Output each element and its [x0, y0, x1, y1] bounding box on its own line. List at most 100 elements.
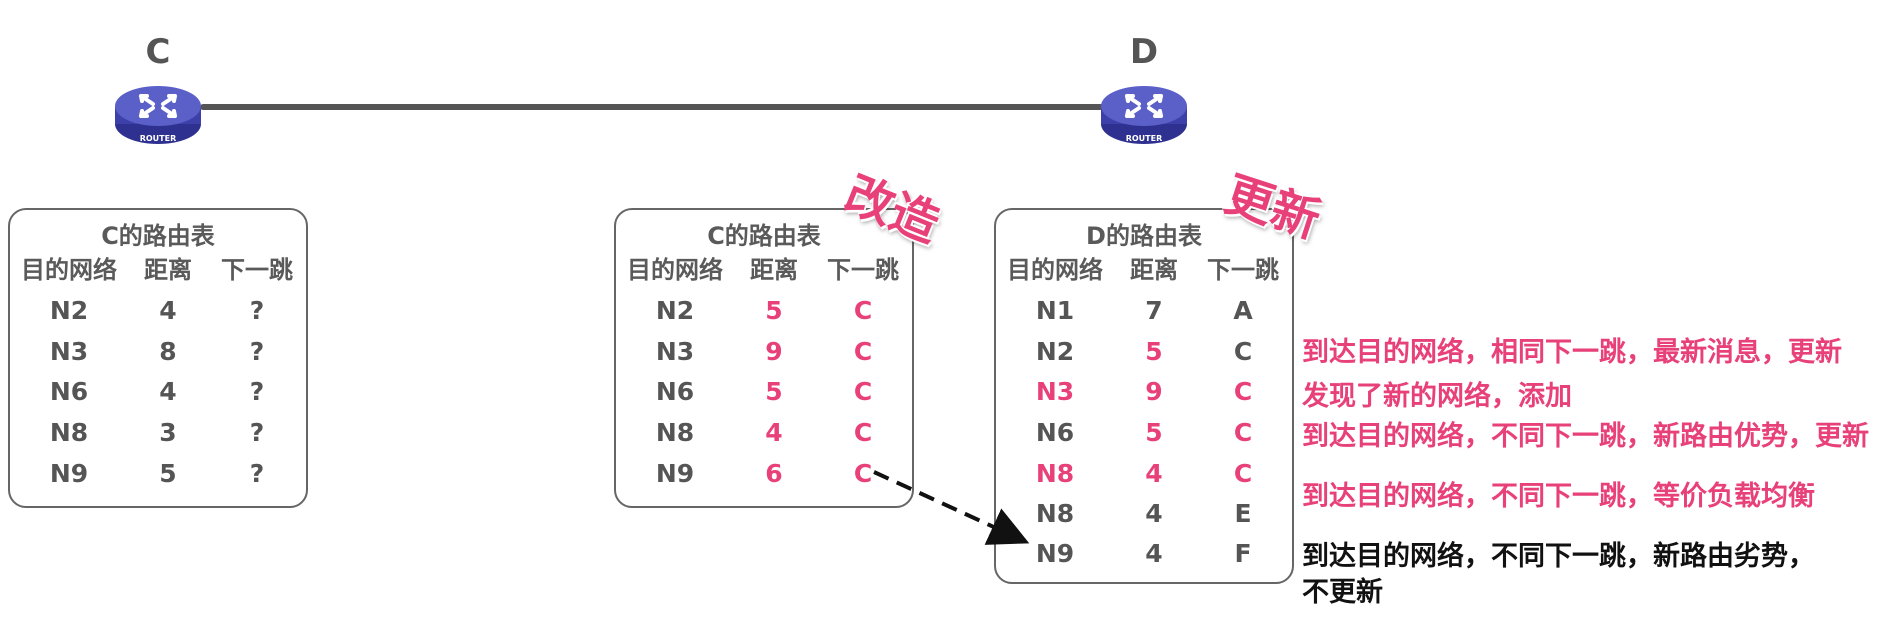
cell-next: F: [1234, 539, 1252, 568]
cell-next: C: [1233, 337, 1253, 366]
cell-next: C: [853, 337, 873, 366]
cell-dist: 4: [1145, 459, 1163, 488]
note-equal-cost: 到达目的网络，不同下一跳，等价负载均衡: [1302, 481, 1815, 512]
header-next: 下一跳: [827, 256, 899, 284]
note-same-next-hop: 到达目的网络，相同下一跳，最新消息，更新: [1302, 337, 1842, 368]
c-modified-routing-table: C的路由表 目的网络 距离 下一跳 N2 5 C N3 9 C N6 5 C N…: [614, 208, 914, 508]
cell-dist: 3: [159, 418, 177, 447]
cell-dist: 9: [1145, 377, 1163, 406]
cell-next: ?: [249, 337, 265, 366]
router-d-text: ROUTER: [1126, 134, 1163, 143]
cell-next: ?: [249, 296, 265, 325]
cell-dist: 7: [1145, 296, 1163, 325]
cell-dist: 5: [159, 459, 177, 488]
table-row: N9 6 C: [616, 459, 912, 495]
cell-dist: 5: [1145, 418, 1163, 447]
table-row: N2 5 C: [616, 296, 912, 332]
router-c-icon: ROUTER: [113, 80, 203, 150]
header-dest: 目的网络: [21, 256, 117, 284]
header-dist: 距离: [1130, 256, 1178, 284]
table-row: N8 4 C: [996, 459, 1292, 495]
cell-dest: N9: [49, 459, 89, 488]
cell-dest: N9: [655, 459, 695, 488]
cell-dist: 4: [159, 377, 177, 406]
cell-next: C: [1233, 459, 1253, 488]
table-row: N1 7 A: [996, 296, 1292, 332]
table-header: 目的网络 距离 下一跳: [616, 250, 912, 284]
cell-dist: 6: [765, 459, 783, 488]
cell-dest: N3: [655, 337, 695, 366]
cell-next: ?: [249, 459, 265, 488]
note-new-network: 发现了新的网络，添加: [1302, 381, 1572, 412]
cell-dest: N8: [49, 418, 89, 447]
table-title: C的路由表: [707, 222, 821, 250]
table-row: N9 5 ?: [10, 459, 306, 495]
cell-next: C: [853, 377, 873, 406]
table-row: N6 5 C: [616, 377, 912, 413]
header-dist: 距离: [750, 256, 798, 284]
header-dest: 目的网络: [627, 256, 723, 284]
table-row: N8 4 C: [616, 418, 912, 454]
cell-next: ?: [249, 418, 265, 447]
cell-dest: N2: [655, 296, 695, 325]
table-row: N9 4 F: [996, 539, 1292, 575]
cell-next: C: [853, 459, 873, 488]
cell-dest: N1: [1035, 296, 1075, 325]
header-next: 下一跳: [221, 256, 293, 284]
note-worse-route-line2: 不更新: [1302, 577, 1383, 608]
c-original-routing-table: C的路由表 目的网络 距离 下一跳 N2 4 ? N3 8 ? N6 4 ? N…: [8, 208, 308, 508]
cell-next: C: [853, 296, 873, 325]
table-title: C的路由表: [101, 222, 215, 250]
cell-dest: N6: [655, 377, 695, 406]
cell-dest: N2: [49, 296, 89, 325]
d-updated-routing-table: D的路由表 目的网络 距离 下一跳 N1 7 A N2 5 C N3 9 C N…: [994, 208, 1294, 584]
cell-dest: N3: [49, 337, 89, 366]
cell-dest: N3: [1035, 377, 1075, 406]
note-better-route: 到达目的网络，不同下一跳，新路由优势，更新: [1302, 421, 1869, 452]
table-row: N3 9 C: [616, 337, 912, 373]
cell-dest: N9: [1035, 539, 1075, 568]
cell-dest: N8: [1035, 459, 1075, 488]
header-dest: 目的网络: [1007, 256, 1103, 284]
header-dist: 距离: [144, 256, 192, 284]
cell-next: C: [1233, 418, 1253, 447]
cell-next: ?: [249, 377, 265, 406]
cell-dist: 5: [765, 377, 783, 406]
cell-next: A: [1233, 296, 1253, 325]
table-row: N6 5 C: [996, 418, 1292, 454]
cell-dist: 5: [1145, 337, 1163, 366]
network-link: [200, 104, 1105, 110]
table-row: N2 4 ?: [10, 296, 306, 332]
cell-next: E: [1234, 499, 1252, 528]
node-d-label: D: [1129, 32, 1159, 72]
table-row: N2 5 C: [996, 337, 1292, 373]
cell-dist: 5: [765, 296, 783, 325]
header-next: 下一跳: [1207, 256, 1279, 284]
table-row: N3 8 ?: [10, 337, 306, 373]
cell-dest: N6: [49, 377, 89, 406]
cell-dist: 4: [159, 296, 177, 325]
router-d-icon: ROUTER: [1099, 80, 1189, 150]
cell-next: C: [853, 418, 873, 447]
table-row: N8 3 ?: [10, 418, 306, 454]
cell-dist: 8: [159, 337, 177, 366]
note-worse-route-line1: 到达目的网络，不同下一跳，新路由劣势，: [1302, 541, 1815, 572]
node-c-label: C: [145, 32, 171, 72]
table-row: N6 4 ?: [10, 377, 306, 413]
cell-dest: N6: [1035, 418, 1075, 447]
cell-dest: N2: [1035, 337, 1075, 366]
cell-next: C: [1233, 377, 1253, 406]
cell-dist: 4: [1145, 499, 1163, 528]
cell-dist: 4: [1145, 539, 1163, 568]
table-header: 目的网络 距离 下一跳: [10, 250, 306, 284]
table-row: N3 9 C: [996, 377, 1292, 413]
table-header: 目的网络 距离 下一跳: [996, 250, 1292, 284]
cell-dist: 4: [765, 418, 783, 447]
cell-dest: N8: [1035, 499, 1075, 528]
table-row: N8 4 E: [996, 499, 1292, 535]
cell-dest: N8: [655, 418, 695, 447]
router-c-text: ROUTER: [140, 134, 177, 143]
table-title: D的路由表: [1086, 222, 1202, 250]
cell-dist: 9: [765, 337, 783, 366]
